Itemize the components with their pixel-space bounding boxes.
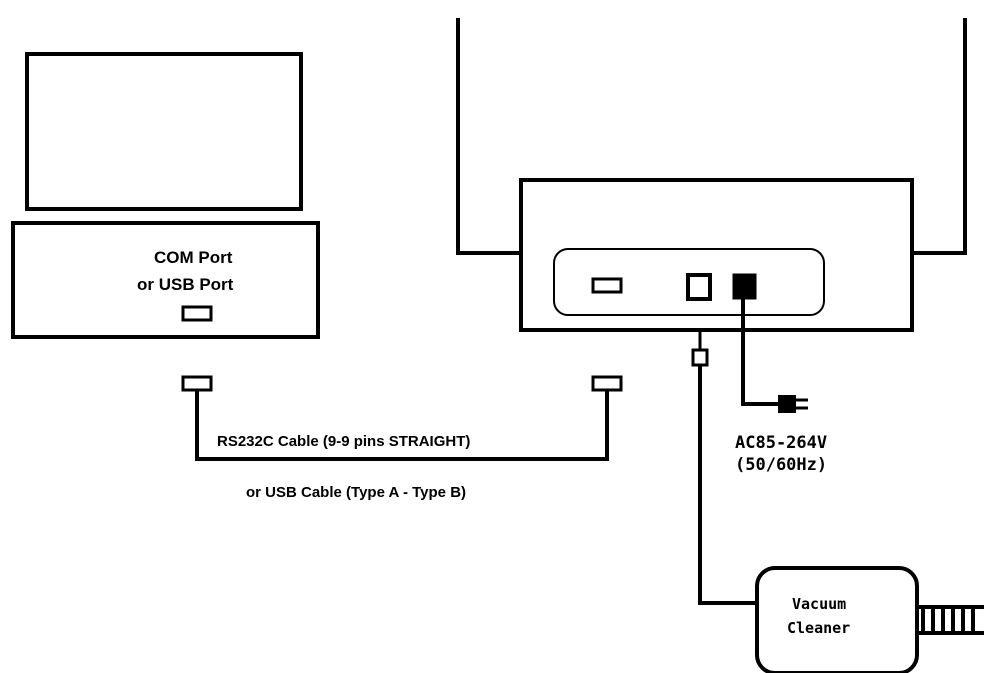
- pc-port-label-line2: or USB Port: [137, 275, 234, 294]
- cable-connector-device: [591, 375, 623, 392]
- stand-right-post: [912, 18, 967, 255]
- computer: COM Port or USB Port: [11, 52, 320, 339]
- pc-port-icon: [181, 305, 213, 322]
- power-label-line2: (50/60Hz): [735, 455, 827, 475]
- computer-monitor: [25, 52, 303, 211]
- cable-label-line2: or USB Cable (Type A - Type B): [246, 484, 466, 501]
- device-data-port-icon: [591, 277, 623, 294]
- data-cable: RS232C Cable (9-9 pins STRAIGHT) or USB …: [181, 375, 623, 501]
- device-body: [519, 178, 914, 332]
- power-label-line1: AC85-264V: [735, 433, 827, 453]
- device-panel: [553, 248, 825, 316]
- cable-label-line1: RS232C Cable (9-9 pins STRAIGHT): [217, 433, 470, 450]
- power-plug-icon: [778, 395, 796, 413]
- vacuum-hose-connector: [691, 348, 709, 367]
- pc-port-label-line1: COM Port: [154, 248, 233, 267]
- device-vacuum-port-icon: [686, 273, 712, 301]
- stand-left-post: [456, 18, 521, 255]
- device-stand: [456, 18, 967, 255]
- vacuum-hose-line: [698, 365, 757, 605]
- cable-connector-pc: [181, 375, 213, 392]
- vacuum-cleaner: Vacuum Cleaner: [755, 566, 984, 673]
- vacuum-label-line1: Vacuum: [792, 595, 846, 613]
- vacuum-cleaner-body: [755, 566, 919, 673]
- power-cord: AC85-264V (50/60Hz): [735, 299, 827, 475]
- power-cord-line: [741, 299, 780, 406]
- vacuum-hose: [691, 330, 757, 605]
- device-power-port-icon: [732, 273, 757, 300]
- vacuum-label-line2: Cleaner: [787, 619, 850, 637]
- controller-device: [519, 178, 914, 332]
- computer-base: [11, 221, 320, 339]
- cable-line: [195, 390, 609, 461]
